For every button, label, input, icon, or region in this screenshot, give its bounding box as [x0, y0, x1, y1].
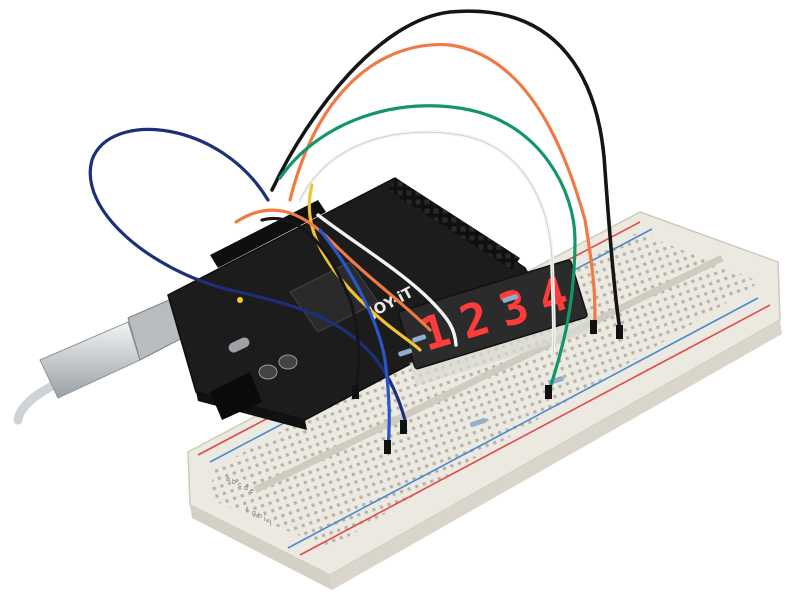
wire-yellow: [307, 183, 422, 352]
wire-green: [278, 104, 577, 397]
row-letter-g: g: [252, 510, 256, 517]
header-right-pins: [388, 178, 520, 270]
crystal: [228, 337, 250, 353]
row-letter-f: f: [246, 507, 248, 514]
row-letters: a b c d e f g h i j: [226, 476, 272, 526]
wire-navy-blue: [88, 127, 407, 422]
rail-blue-bottom: [287, 297, 759, 549]
wire-orange: [288, 42, 597, 322]
wire-blue: [318, 228, 391, 452]
jumper-pin-tips: [352, 320, 623, 454]
row-letter-d: d: [244, 485, 248, 492]
breadboard-front-edge: [330, 320, 782, 590]
breadboard-side-edge: [190, 505, 332, 590]
wire-orange-2: [234, 208, 432, 332]
pin-tip: [590, 320, 597, 334]
row-letter-h: h: [258, 513, 262, 520]
resistor: [502, 294, 519, 303]
wire-white-2: [316, 213, 458, 347]
usb-strain-relief: [39, 321, 141, 399]
seven-segment-display: 1 2 3 4: [397, 259, 597, 386]
row-letter-j: j: [269, 519, 272, 526]
wire-black: [270, 9, 622, 332]
usb-cable: [13, 295, 191, 425]
status-led: [237, 297, 243, 303]
jumper-wires: [88, 9, 622, 452]
wire-black-2: [260, 216, 361, 397]
pin-tip: [400, 420, 407, 434]
row-letter-e: e: [250, 488, 254, 495]
breadboard-center-channel: [253, 254, 724, 494]
pin-tip: [384, 440, 391, 454]
breadboard: a b c d e f g h i j: [187, 211, 782, 590]
pin-tip: [545, 385, 552, 399]
row-letter-b: b: [232, 479, 236, 486]
rail-red-bottom: [299, 304, 771, 556]
wire-white-outline: [299, 131, 555, 356]
capacitor-2: [278, 354, 298, 370]
resistor: [470, 418, 487, 427]
resistor: [412, 334, 427, 343]
resistor: [398, 348, 413, 357]
pin-tip: [352, 385, 359, 399]
row-letter-a: a: [226, 476, 230, 483]
row-letter-i: i: [264, 516, 266, 523]
row-letter-c: c: [238, 482, 242, 489]
pin-tip: [616, 325, 623, 339]
dc-power-jack: [210, 372, 262, 420]
capacitor-1: [258, 364, 278, 380]
